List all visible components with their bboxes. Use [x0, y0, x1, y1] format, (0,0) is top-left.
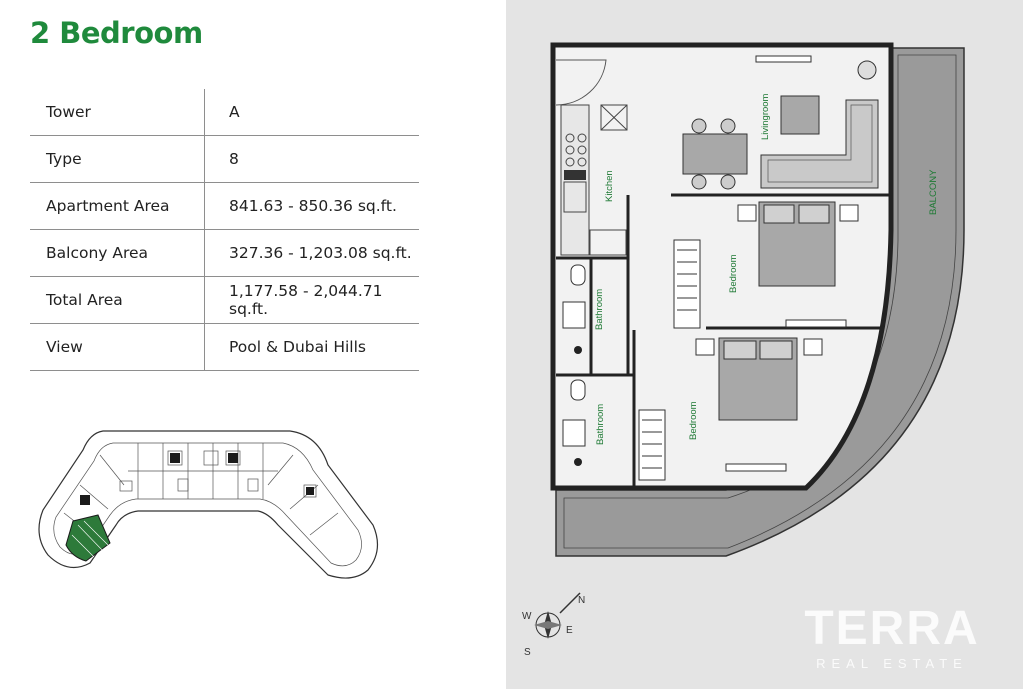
spec-label: Apartment Area: [30, 182, 205, 230]
spec-label: Total Area: [30, 276, 205, 324]
compass-e: E: [566, 625, 573, 636]
spec-row-view: View Pool & Dubai Hills: [30, 323, 419, 371]
label-balcony: BALCONY: [928, 169, 939, 215]
spec-row-balcony-area: Balcony Area 327.36 - 1,203.08 sq.ft.: [30, 229, 419, 277]
page-title: 2 Bedroom: [30, 16, 203, 50]
sofa: [755, 55, 879, 189]
bed-2: [695, 337, 823, 472]
label-bathroom-1: Bathroom: [594, 289, 605, 330]
dining-table: [682, 118, 748, 190]
label-bedroom-1: Bedroom: [728, 254, 739, 293]
label-livingroom: Livingroom: [760, 93, 771, 140]
spec-row-apartment-area: Apartment Area 841.63 - 850.36 sq.ft.: [30, 182, 419, 230]
spec-value: 327.36 - 1,203.08 sq.ft.: [204, 229, 419, 277]
compass-n: N: [578, 595, 585, 606]
label-bathroom-2: Bathroom: [595, 404, 606, 445]
spec-value: Pool & Dubai Hills: [204, 323, 419, 371]
spec-label: View: [30, 323, 205, 371]
label-kitchen: Kitchen: [604, 170, 615, 202]
label-bedroom-2: Bedroom: [688, 401, 699, 440]
logo-name: TERRA: [804, 602, 979, 655]
spec-value: 8: [204, 135, 419, 183]
spec-row-type: Type 8: [30, 135, 419, 183]
spec-label: Tower: [30, 89, 205, 136]
spec-value: A: [204, 89, 419, 136]
compass-w: W: [522, 611, 532, 622]
spec-row-tower: Tower A: [30, 89, 419, 136]
spec-table: Tower A Type 8 Apartment Area 841.63 - 8…: [30, 89, 419, 371]
spec-label: Balcony Area: [30, 229, 205, 277]
bed-1: [737, 201, 859, 328]
logo-tagline: REAL ESTATE: [816, 656, 968, 671]
spec-value: 841.63 - 850.36 sq.ft.: [204, 182, 419, 230]
spec-row-total-area: Total Area 1,177.58 - 2,044.71 sq.ft.: [30, 276, 419, 324]
terra-logo: TERRA REAL ESTATE: [804, 602, 979, 671]
building-key-plan: [38, 430, 379, 579]
spec-value: 1,177.58 - 2,044.71 sq.ft.: [204, 276, 419, 324]
spec-label: Type: [30, 135, 205, 183]
compass-icon: N W E S: [522, 592, 585, 658]
floor-plan: Livingroom Kitchen Bedroom Bathroom Bedr…: [522, 42, 965, 658]
compass-s: S: [524, 647, 531, 658]
